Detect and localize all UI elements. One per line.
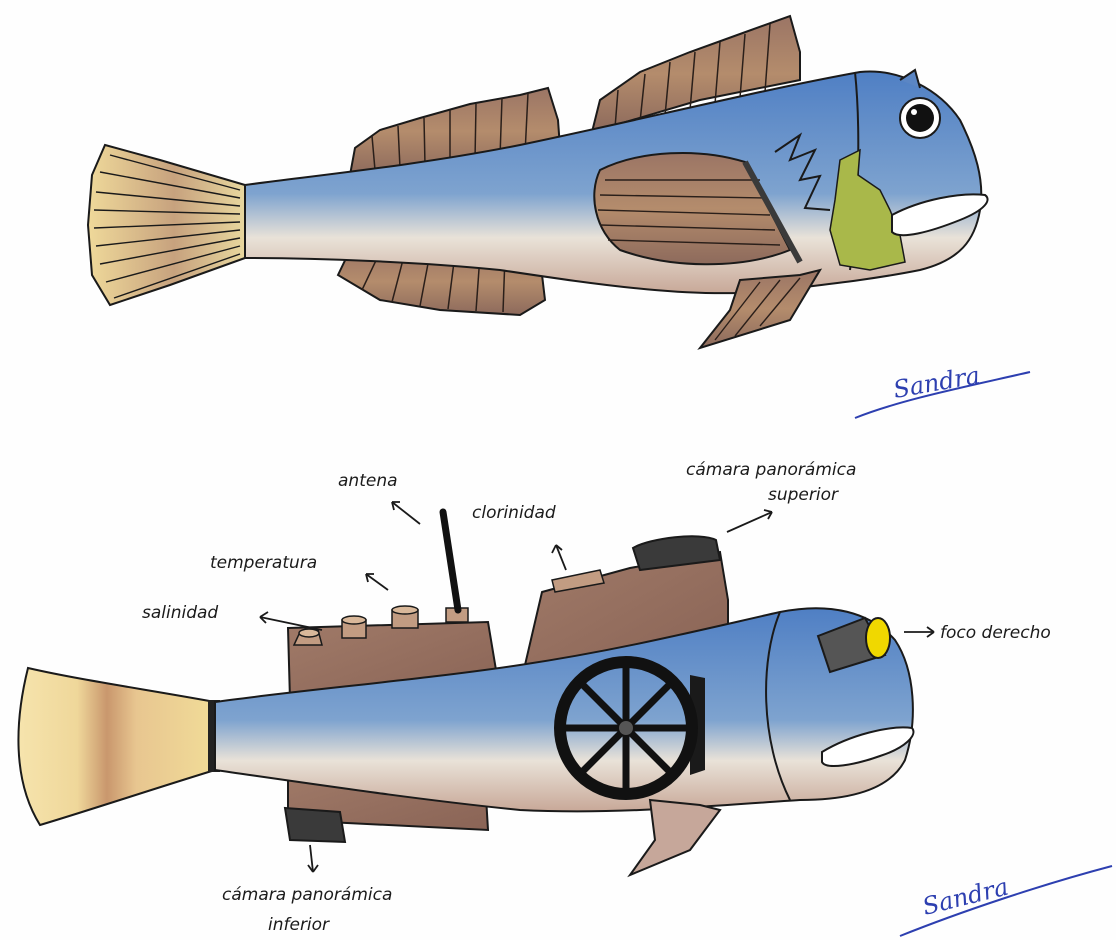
- label-foco-derecho: foco derecho: [940, 623, 1051, 643]
- antenna-rod: [443, 512, 458, 610]
- label-camara-superior-2: superior: [768, 485, 839, 505]
- label-temperatura: temperatura: [210, 553, 317, 573]
- top-signature-text: Sandra: [891, 361, 982, 404]
- label-camara-inferior-1: cámara panorámica: [222, 885, 392, 905]
- label-camara-inferior-2: inferior: [268, 915, 330, 935]
- lower-camera: [285, 808, 345, 842]
- label-antena: antena: [338, 471, 398, 491]
- label-camara-superior-1: cámara panorámica: [686, 460, 856, 480]
- robot-fish: [18, 512, 913, 875]
- robot-tail: [18, 668, 215, 825]
- top-signature: Sandra: [855, 361, 1030, 418]
- bottom-signature-text: Sandra: [920, 873, 1012, 921]
- label-clorinidad: clorinidad: [472, 503, 556, 523]
- robot-pelvic-fin: [630, 800, 720, 875]
- label-salinidad: salinidad: [142, 603, 218, 623]
- top-fish: [88, 16, 988, 348]
- bottom-signature: Sandra: [900, 866, 1112, 936]
